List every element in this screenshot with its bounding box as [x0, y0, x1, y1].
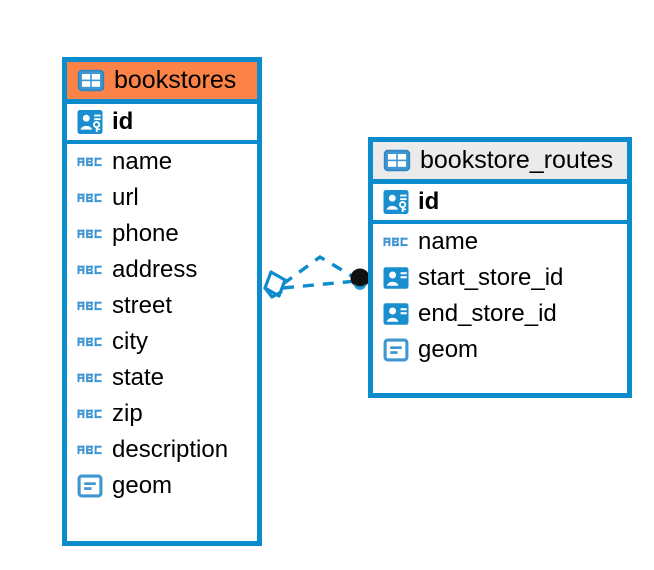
primary-key-icon — [77, 109, 103, 135]
field-name: address — [112, 255, 198, 283]
field-row[interactable]: zip — [67, 396, 257, 432]
primary-key-divider — [373, 220, 627, 225]
entity-bookstores[interactable]: bookstores id — [62, 57, 262, 546]
field-name: name — [418, 227, 479, 255]
field-name: geom — [112, 471, 173, 499]
entity-title: bookstores — [114, 66, 237, 94]
field-row[interactable]: id — [373, 184, 627, 220]
entity-header-bookstores[interactable]: bookstores — [67, 62, 257, 100]
relationship-line-upper — [281, 254, 358, 286]
field-name: street — [112, 291, 173, 319]
field-row[interactable]: state — [67, 360, 257, 396]
text-abc-icon — [77, 149, 103, 175]
text-abc-icon — [77, 401, 103, 427]
field-row[interactable]: name — [373, 224, 627, 260]
relationship-line-lower — [282, 279, 358, 290]
field-row[interactable]: start_store_id — [373, 260, 627, 296]
field-name: description — [112, 435, 229, 463]
field-name: name — [112, 147, 173, 175]
text-abc-icon — [77, 293, 103, 319]
field-list-bookstore-routes: id — [373, 184, 627, 368]
diamond-marker — [263, 270, 287, 299]
text-abc-icon — [383, 229, 409, 255]
field-row[interactable]: url — [67, 180, 257, 216]
field-row[interactable]: description — [67, 432, 257, 468]
header-divider — [373, 179, 627, 185]
field-name: url — [112, 183, 139, 211]
field-name: start_store_id — [418, 263, 564, 291]
field-name: end_store_id — [418, 299, 557, 327]
header-divider — [67, 99, 257, 105]
field-name: phone — [112, 219, 179, 247]
text-abc-icon — [77, 185, 103, 211]
field-row[interactable]: address — [67, 252, 257, 288]
field-name: geom — [418, 335, 479, 363]
primary-key-icon — [383, 189, 409, 215]
entity-header-bookstore-routes[interactable]: bookstore_routes — [373, 142, 627, 180]
field-row[interactable]: geom — [373, 332, 627, 368]
field-row[interactable]: name — [67, 144, 257, 180]
text-abc-icon — [77, 365, 103, 391]
primary-key-divider — [67, 140, 257, 145]
field-row[interactable]: geom — [67, 468, 257, 504]
field-name: city — [112, 327, 148, 355]
field-name: id — [112, 107, 134, 135]
field-row[interactable]: city — [67, 324, 257, 360]
foreign-key-icon — [383, 265, 409, 291]
table-icon — [383, 149, 411, 172]
text-abc-icon — [77, 329, 103, 355]
geometry-icon — [77, 473, 103, 499]
field-row[interactable]: street — [67, 288, 257, 324]
dot-marker — [350, 268, 370, 290]
geometry-icon — [383, 337, 409, 363]
entity-title: bookstore_routes — [420, 146, 614, 174]
field-name: zip — [112, 399, 143, 427]
field-row[interactable]: end_store_id — [373, 296, 627, 332]
field-row[interactable]: phone — [67, 216, 257, 252]
field-name: id — [418, 187, 440, 215]
text-abc-icon — [77, 437, 103, 463]
field-name: state — [112, 363, 165, 391]
text-abc-icon — [77, 221, 103, 247]
foreign-key-icon — [383, 301, 409, 327]
table-icon — [77, 69, 105, 92]
entity-bookstore-routes[interactable]: bookstore_routes id — [368, 137, 632, 398]
text-abc-icon — [77, 257, 103, 283]
field-row[interactable]: id — [67, 104, 257, 140]
field-list-bookstores: id — [67, 104, 257, 504]
